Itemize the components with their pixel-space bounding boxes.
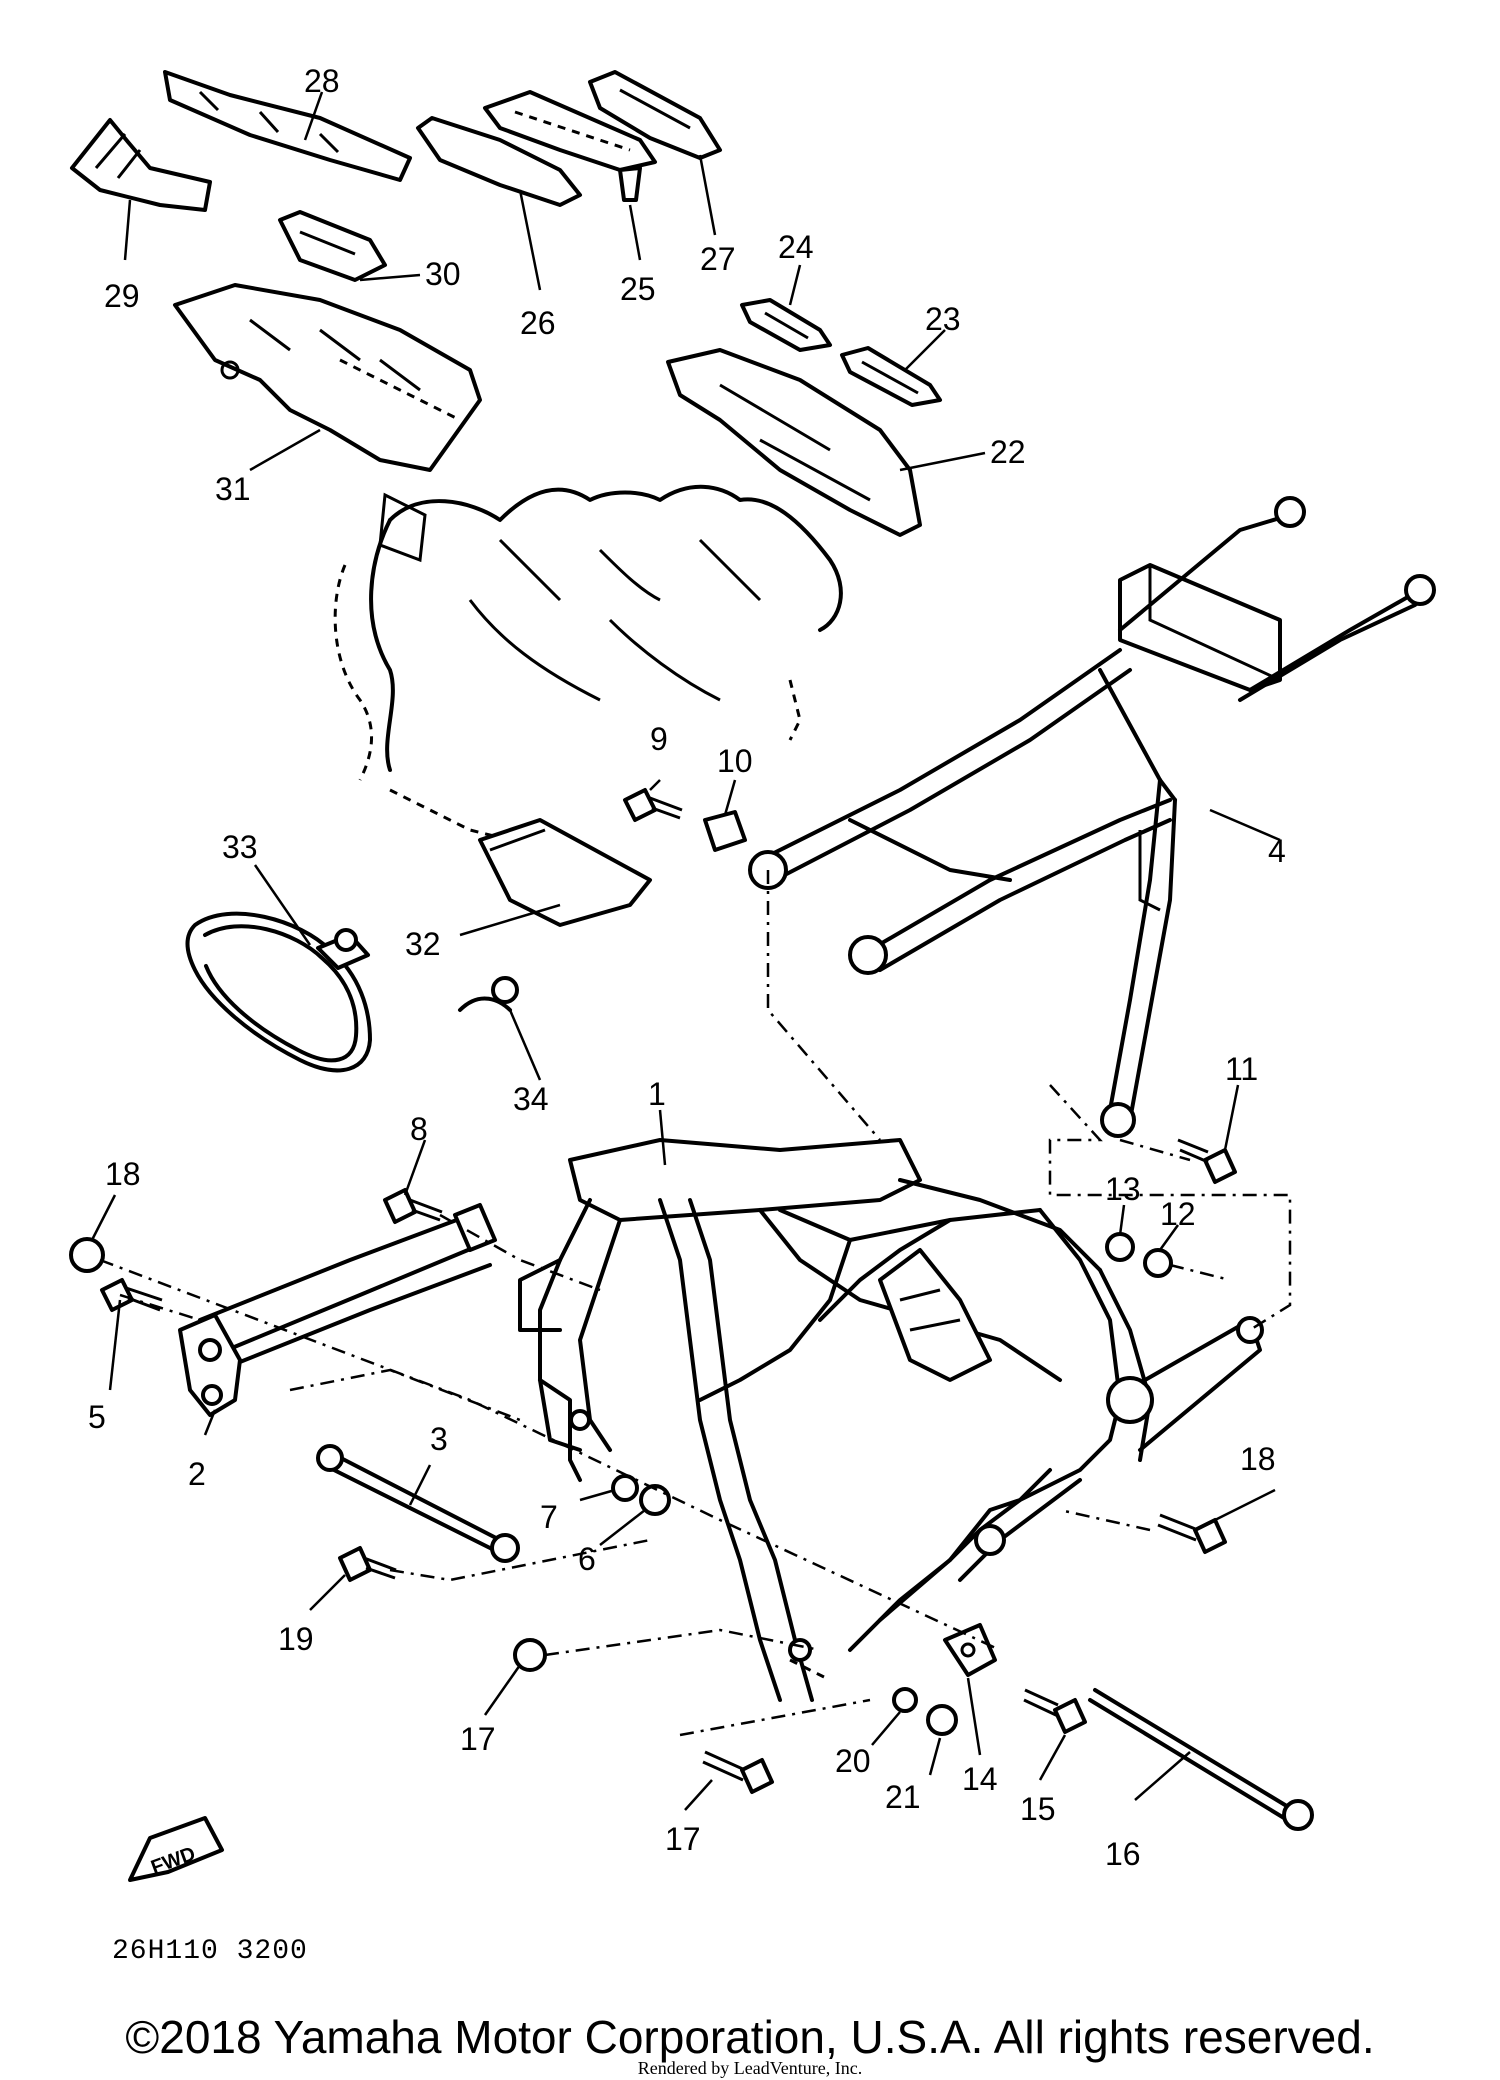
callout-25: 24: [778, 229, 814, 265]
callout-17: 17: [665, 1821, 701, 1857]
callout-31: 30: [425, 256, 461, 292]
part-35-clamp: [458, 976, 519, 1012]
callout-8: 8: [410, 1111, 428, 1147]
callout-5: 5: [88, 1399, 106, 1435]
part-3-rod: [316, 1444, 520, 1563]
callout-16: 16: [1105, 1836, 1141, 1872]
callout-12: 12: [1160, 1196, 1196, 1232]
callout-26: 25: [620, 271, 656, 307]
callout-6: 6: [578, 1541, 596, 1577]
callout-23: 22: [990, 434, 1026, 470]
callout-11: 11: [1225, 1051, 1258, 1087]
bracket-14: [943, 1623, 997, 1677]
callout-15: 15: [1020, 1791, 1056, 1827]
part-4-rear-frame: [748, 496, 1436, 1138]
part-27-bracket: [416, 116, 582, 207]
part-28-plate: [588, 70, 722, 160]
callout-9: 9: [650, 721, 668, 757]
callout-labels: 28 29 30 31 26 25 27 24 23 22 9 10 4 33 …: [88, 63, 1286, 1872]
washer-7: [611, 1474, 639, 1502]
callout-33: 32: [405, 926, 441, 962]
washer-21: [892, 1687, 918, 1713]
part-32-cover: [173, 283, 482, 472]
bolt-9: [623, 788, 683, 822]
callout-32: 31: [215, 471, 251, 507]
bolt-15: [1023, 1688, 1087, 1734]
callout-3: 3: [430, 1421, 448, 1457]
callout-34: 33: [222, 829, 258, 865]
part-29-cover: [163, 70, 412, 182]
callout-35: 34: [513, 1081, 549, 1117]
nut-22: [926, 1704, 958, 1736]
callout-10: 10: [717, 743, 753, 779]
callout-27: 26: [520, 305, 556, 341]
callout-19: 18: [1240, 1441, 1276, 1477]
part-23-cover: [666, 348, 922, 537]
rod-16: [1088, 1688, 1314, 1831]
part-24-gasket: [840, 346, 942, 407]
bolt-19: [1157, 1513, 1227, 1554]
rendered-by-notice: Rendered by LeadVenture, Inc.: [637, 2058, 863, 2078]
callout-21: 20: [835, 1743, 871, 1779]
alignment-lines: [99, 870, 1292, 1737]
part-34-cable: [185, 911, 372, 1073]
callout-18-lower: 17: [460, 1721, 496, 1757]
part-1-main-frame: [518, 1138, 1264, 1702]
nut-6: [639, 1484, 671, 1516]
part-26-plate: [483, 90, 657, 202]
part-30-cover: [70, 118, 212, 212]
callout-13: 13: [1105, 1171, 1141, 1207]
callout-7: 7: [540, 1499, 558, 1535]
nut-13: [1105, 1232, 1135, 1262]
callout-29: 28: [304, 63, 340, 99]
nut-12: [1143, 1248, 1173, 1278]
nut-18-upper: [69, 1237, 105, 1273]
callout-1: 1: [648, 1076, 666, 1112]
forward-arrow: FWD: [128, 1816, 224, 1882]
part-2-engine-bracket: [178, 1203, 497, 1417]
callout-4: 4: [1268, 833, 1286, 869]
callout-22: 21: [885, 1779, 921, 1815]
bracket-10: [703, 810, 747, 852]
bolt-20: [338, 1546, 397, 1582]
bolt-8: [383, 1188, 443, 1224]
callout-14: 14: [962, 1761, 998, 1797]
part-25-gasket: [740, 298, 832, 352]
callout-30: 29: [104, 278, 140, 314]
callout-18-upper: 18: [105, 1156, 141, 1192]
part-33-cover: [478, 818, 652, 927]
diagram-code: 26H110 3200: [112, 1936, 308, 1967]
callout-2: 2: [188, 1456, 206, 1492]
bolt-11: [1177, 1138, 1237, 1184]
callout-24: 23: [925, 301, 961, 337]
copyright-notice: ©2018 Yamaha Motor Corporation, U.S.A. A…: [125, 2011, 1375, 2063]
bolt-17: [702, 1750, 774, 1794]
callout-28: 27: [700, 241, 736, 277]
exploded-parts-diagram: 28 29 30 31 26 25 27 24 23 22 9 10 4 33 …: [69, 63, 1436, 1882]
bolt-5: [100, 1278, 163, 1312]
part-31-bracket: [278, 210, 387, 282]
engine-outline: [333, 484, 843, 842]
callout-20: 19: [278, 1621, 314, 1657]
